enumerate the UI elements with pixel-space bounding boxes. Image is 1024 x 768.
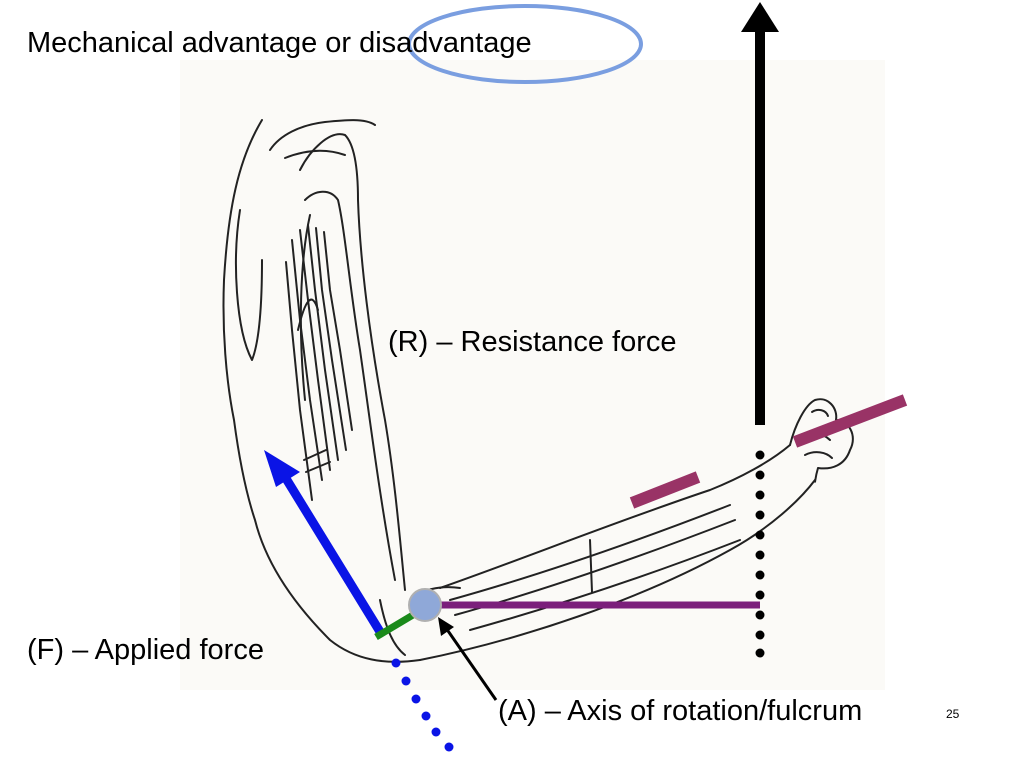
- axis-pointer-head: [438, 617, 454, 636]
- resistance-force-label: (R) – Resistance force: [388, 326, 677, 358]
- axis-pointer-line: [444, 627, 498, 701]
- axis-of-rotation-point: [408, 588, 442, 622]
- page-number: 25: [946, 707, 960, 721]
- axis-of-rotation-label: (A) – Axis of rotation/fulcrum: [498, 695, 863, 727]
- highlight-ellipse: [407, 4, 643, 84]
- resistance-line-of-action: [755, 450, 765, 658]
- applied-line-of-action: [391, 658, 454, 752]
- slide-title: Mechanical advantage or disadvantage: [27, 27, 532, 59]
- applied-force-label: (F) – Applied force: [27, 634, 264, 666]
- arm-illustration: [222, 119, 854, 663]
- applied-force-arrow-head: [264, 450, 300, 487]
- applied-force-arrow-shaft: [278, 469, 386, 638]
- load-marker-right: [792, 394, 908, 448]
- load-marker-left: [629, 471, 701, 509]
- resistance-arrow-head: [741, 2, 779, 32]
